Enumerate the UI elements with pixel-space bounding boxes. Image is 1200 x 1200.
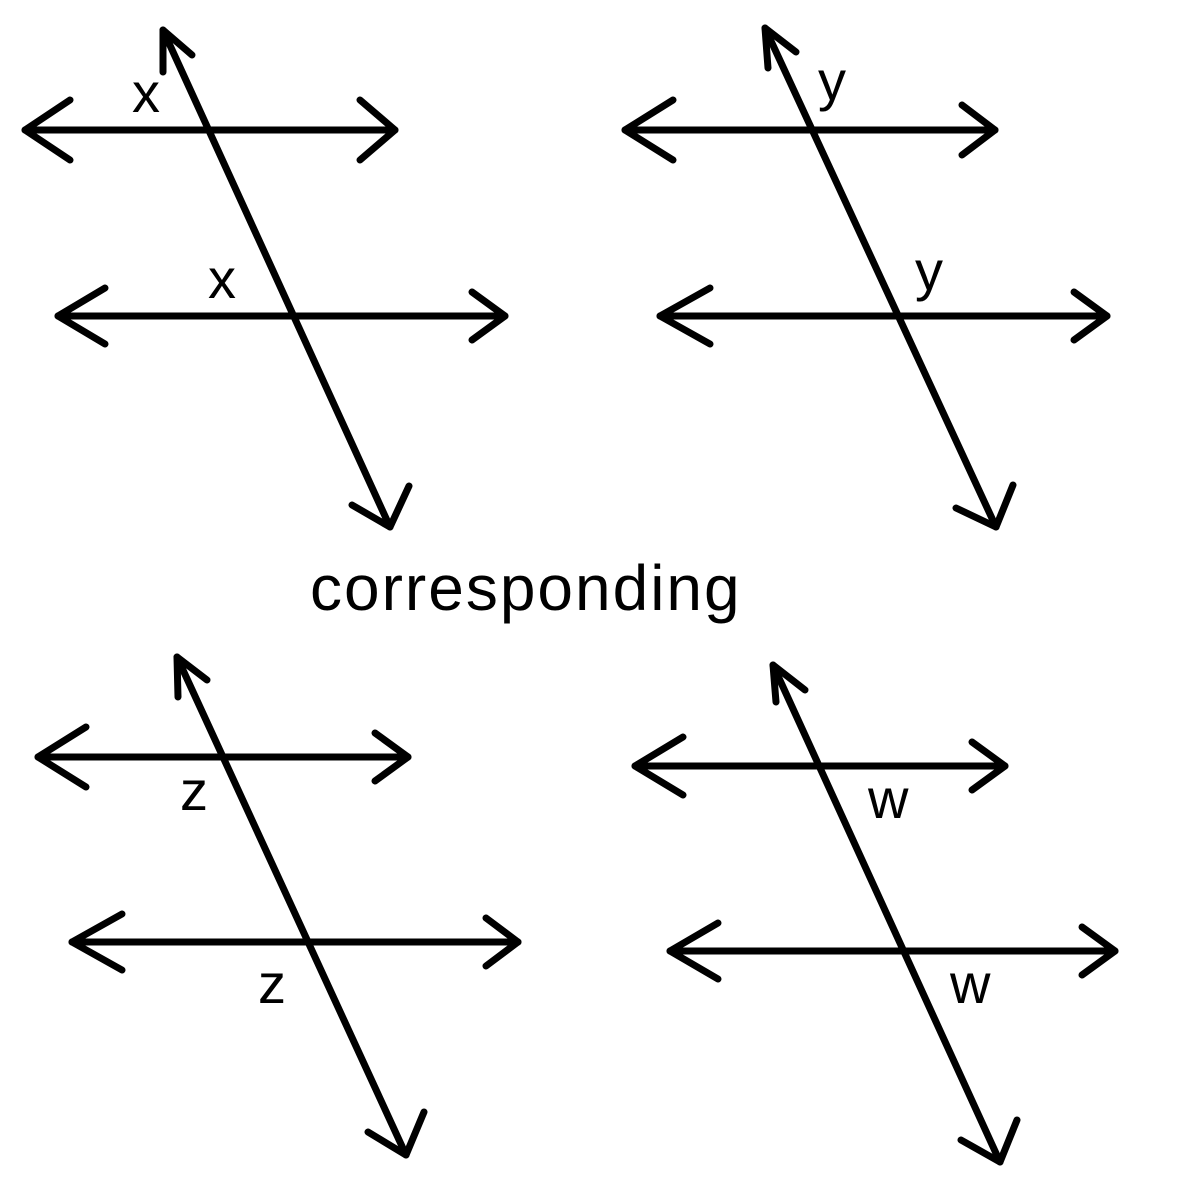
arrowhead-down <box>348 482 413 531</box>
parallel-line-bottom <box>666 919 1119 983</box>
figure-y: y y <box>621 24 1111 531</box>
arrowhead-left <box>656 284 714 348</box>
arrowhead-up <box>159 26 196 76</box>
arrowhead-left <box>34 723 90 791</box>
arrowhead-left <box>54 284 109 348</box>
arrowhead-left <box>666 919 722 983</box>
transversal-line <box>173 653 428 1159</box>
angle-label-w-2: w <box>949 952 991 1015</box>
transversal-line <box>159 26 413 531</box>
angle-label-y-2: y <box>915 239 943 302</box>
arrowhead-up <box>769 661 809 706</box>
arrowhead-right <box>356 96 399 164</box>
caption-text: corresponding <box>310 552 742 624</box>
arrowhead-right <box>958 101 999 159</box>
arrowhead-down <box>957 1116 1021 1166</box>
angle-label-z-1: z <box>180 759 208 822</box>
arrowhead-right <box>1078 923 1119 979</box>
angle-label-x-1: x <box>132 61 160 124</box>
transversal-line <box>769 661 1021 1166</box>
figure-z: z z <box>34 653 522 1159</box>
angle-label-z-2: z <box>258 952 286 1015</box>
figure-x: x x <box>21 26 509 531</box>
angle-label-w-1: w <box>867 767 909 830</box>
arrowhead-right <box>968 738 1009 794</box>
arrowhead-right <box>1070 288 1111 344</box>
figure-w: w w <box>631 661 1119 1166</box>
arrowhead-down <box>952 481 1017 531</box>
arrowhead-left <box>631 733 687 799</box>
arrowhead-left <box>621 96 677 164</box>
arrowhead-left <box>21 96 74 164</box>
arrowhead-left <box>68 910 126 974</box>
parallel-line-bottom <box>656 284 1111 348</box>
parallel-line-bottom <box>54 284 509 348</box>
arrowhead-right <box>371 729 412 785</box>
arrowhead-right <box>482 914 522 970</box>
arrowhead-right <box>468 288 509 344</box>
angle-label-x-2: x <box>208 247 236 310</box>
parallel-line-bottom <box>68 910 522 974</box>
angle-label-y-1: y <box>818 49 846 112</box>
arrowhead-up <box>761 24 800 72</box>
arrowhead-up <box>173 653 211 701</box>
arrowhead-down <box>364 1108 428 1159</box>
transversal-line <box>761 24 1017 531</box>
